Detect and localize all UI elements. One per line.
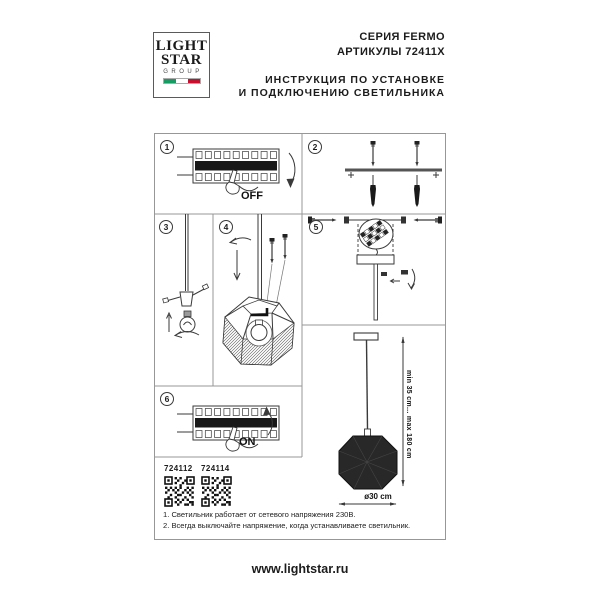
step5-canopy-wiring-illustration xyxy=(308,216,442,321)
series-title: СЕРИЯ FERMO xyxy=(359,31,445,43)
pendant-dimension-illustration xyxy=(338,332,405,506)
flag-red xyxy=(187,79,200,83)
step6-breaker-on-illustration xyxy=(176,405,280,452)
instruction-title-line2: И ПОДКЛЮЧЕНИЮ СВЕТИЛЬНИКА xyxy=(238,87,445,99)
flag-white xyxy=(175,79,188,83)
note-2: 2. Всегда выключайте напряжение, когда у… xyxy=(163,521,411,530)
product-code-724112: 724112 xyxy=(164,464,193,473)
step4-shade-assembly-illustration xyxy=(222,214,295,366)
website-url: www.lightstar.ru xyxy=(251,562,349,576)
step-number-4: 4 xyxy=(219,220,233,234)
step-number-5: 5 xyxy=(309,220,323,234)
logo-word-group: GROUP xyxy=(163,69,203,75)
step3-bulb-installation-illustration xyxy=(162,214,210,338)
qr-code-724114 xyxy=(201,476,232,507)
on-label: ON xyxy=(239,436,256,448)
step-number-2: 2 xyxy=(308,140,322,154)
step-number-3: 3 xyxy=(159,220,173,234)
note-1: 1. Светильник работает от сетевого напря… xyxy=(163,510,356,519)
diagram-box: 1 2 3 4 5 6 OFF ON 724112 724114 min 35 … xyxy=(154,133,446,540)
height-range-dimension: min 35 cm... max 180 cm xyxy=(405,370,412,459)
step-number-6: 6 xyxy=(160,392,174,406)
step-number-1: 1 xyxy=(160,140,174,154)
instruction-title-line1: ИНСТРУКЦИЯ ПО УСТАНОВКЕ xyxy=(265,74,445,86)
product-code-724114: 724114 xyxy=(201,464,230,473)
installation-diagram xyxy=(155,134,445,539)
qr-code-724112 xyxy=(164,476,195,507)
step2-mounting-kit-illustration xyxy=(345,140,442,208)
lightstar-logo: LIGHT STAR GROUP xyxy=(153,32,210,98)
panel-grid xyxy=(155,134,445,458)
articles-title: АРТИКУЛЫ 72411X xyxy=(336,46,445,58)
logo-word-star: STAR xyxy=(161,52,202,68)
header-text: СЕРИЯ FERMO АРТИКУЛЫ 72411X ИНСТРУКЦИЯ П… xyxy=(239,30,445,100)
step1-breaker-off-illustration xyxy=(176,148,296,195)
diameter-dimension: ø30 cm xyxy=(364,492,392,501)
flag-green xyxy=(163,79,176,83)
logo-word-light: LIGHT xyxy=(155,38,208,54)
off-label: OFF xyxy=(241,190,263,202)
italian-flag-icon xyxy=(162,78,201,84)
